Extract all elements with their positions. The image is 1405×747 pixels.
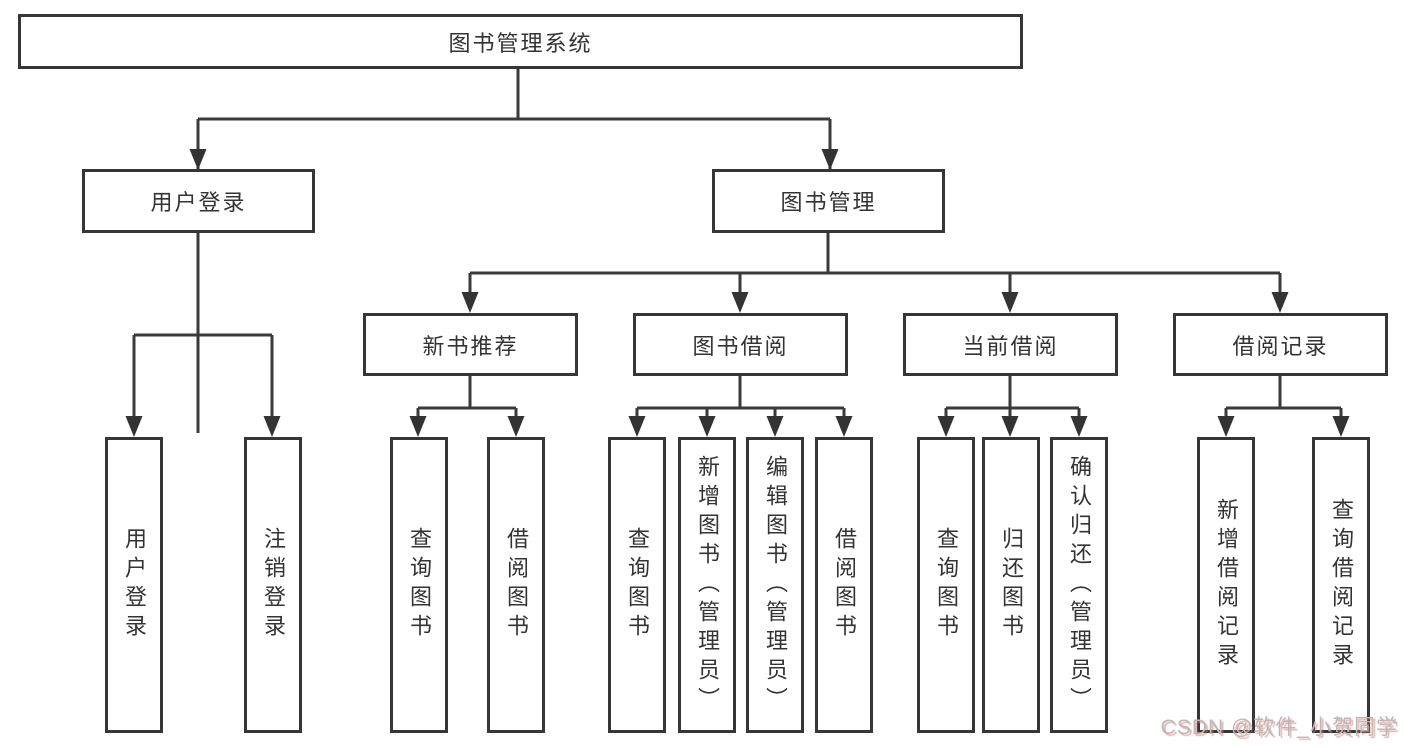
node-book-management: 图书管理: [712, 169, 945, 233]
leaf-query-books-recommend-label: 查询图书: [407, 527, 432, 643]
node-borrow-records-label: 借阅记录: [1232, 333, 1329, 359]
leaf-logout-label: 注销登录: [261, 527, 286, 643]
node-book-borrowing-label: 图书借阅: [692, 333, 789, 359]
csdn-watermark: CSDN @软件_小贺同学: [1160, 716, 1398, 739]
leaf-confirm-return-admin-label: 确认归还（管理员）: [1067, 454, 1092, 716]
leaf-query-borrow-record: 查询借阅记录: [1312, 437, 1370, 733]
leaf-return-books: 归还图书: [982, 437, 1040, 733]
leaf-user-login: 用户登录: [105, 437, 163, 733]
node-current-borrowing-label: 当前借阅: [962, 333, 1059, 359]
leaf-user-login-label: 用户登录: [122, 527, 147, 643]
leaf-confirm-return-admin: 确认归还（管理员）: [1050, 437, 1108, 733]
node-user-login-label: 用户登录: [150, 190, 247, 215]
leaf-query-books-current: 查询图书: [917, 437, 975, 733]
leaf-borrow-books-label: 借阅图书: [832, 527, 857, 643]
leaf-query-borrow-record-label: 查询借阅记录: [1329, 498, 1354, 672]
leaf-add-book-admin-label: 新增图书（管理员）: [695, 454, 720, 716]
node-new-book-recommend-label: 新书推荐: [422, 333, 519, 359]
leaf-add-book-admin: 新增图书（管理员）: [678, 437, 736, 733]
leaf-borrow-books: 借阅图书: [815, 437, 873, 733]
leaf-edit-book-admin-label: 编辑图书（管理员）: [763, 454, 788, 716]
leaf-return-books-label: 归还图书: [999, 527, 1024, 643]
leaf-query-books-recommend: 查询图书: [390, 437, 448, 733]
leaf-query-books-borrowing: 查询图书: [608, 437, 666, 733]
leaf-query-books-current-label: 查询图书: [934, 527, 959, 643]
node-user-login: 用户登录: [82, 169, 315, 233]
node-borrow-records: 借阅记录: [1173, 313, 1388, 376]
leaf-add-borrow-record: 新增借阅记录: [1197, 437, 1255, 733]
leaf-edit-book-admin: 编辑图书（管理员）: [746, 437, 804, 733]
leaf-borrow-books-recommend-label: 借阅图书: [504, 527, 529, 643]
node-current-borrowing: 当前借阅: [903, 313, 1118, 376]
node-book-borrowing: 图书借阅: [633, 313, 848, 376]
leaf-add-borrow-record-label: 新增借阅记录: [1214, 498, 1239, 672]
node-library-system-label: 图书管理系统: [448, 30, 593, 56]
node-new-book-recommend: 新书推荐: [363, 313, 578, 376]
leaf-borrow-books-recommend: 借阅图书: [487, 437, 545, 733]
node-book-management-label: 图书管理: [780, 190, 877, 215]
leaf-logout: 注销登录: [244, 437, 302, 733]
node-library-system: 图书管理系统: [18, 14, 1023, 69]
leaf-query-books-borrowing-label: 查询图书: [625, 527, 650, 643]
